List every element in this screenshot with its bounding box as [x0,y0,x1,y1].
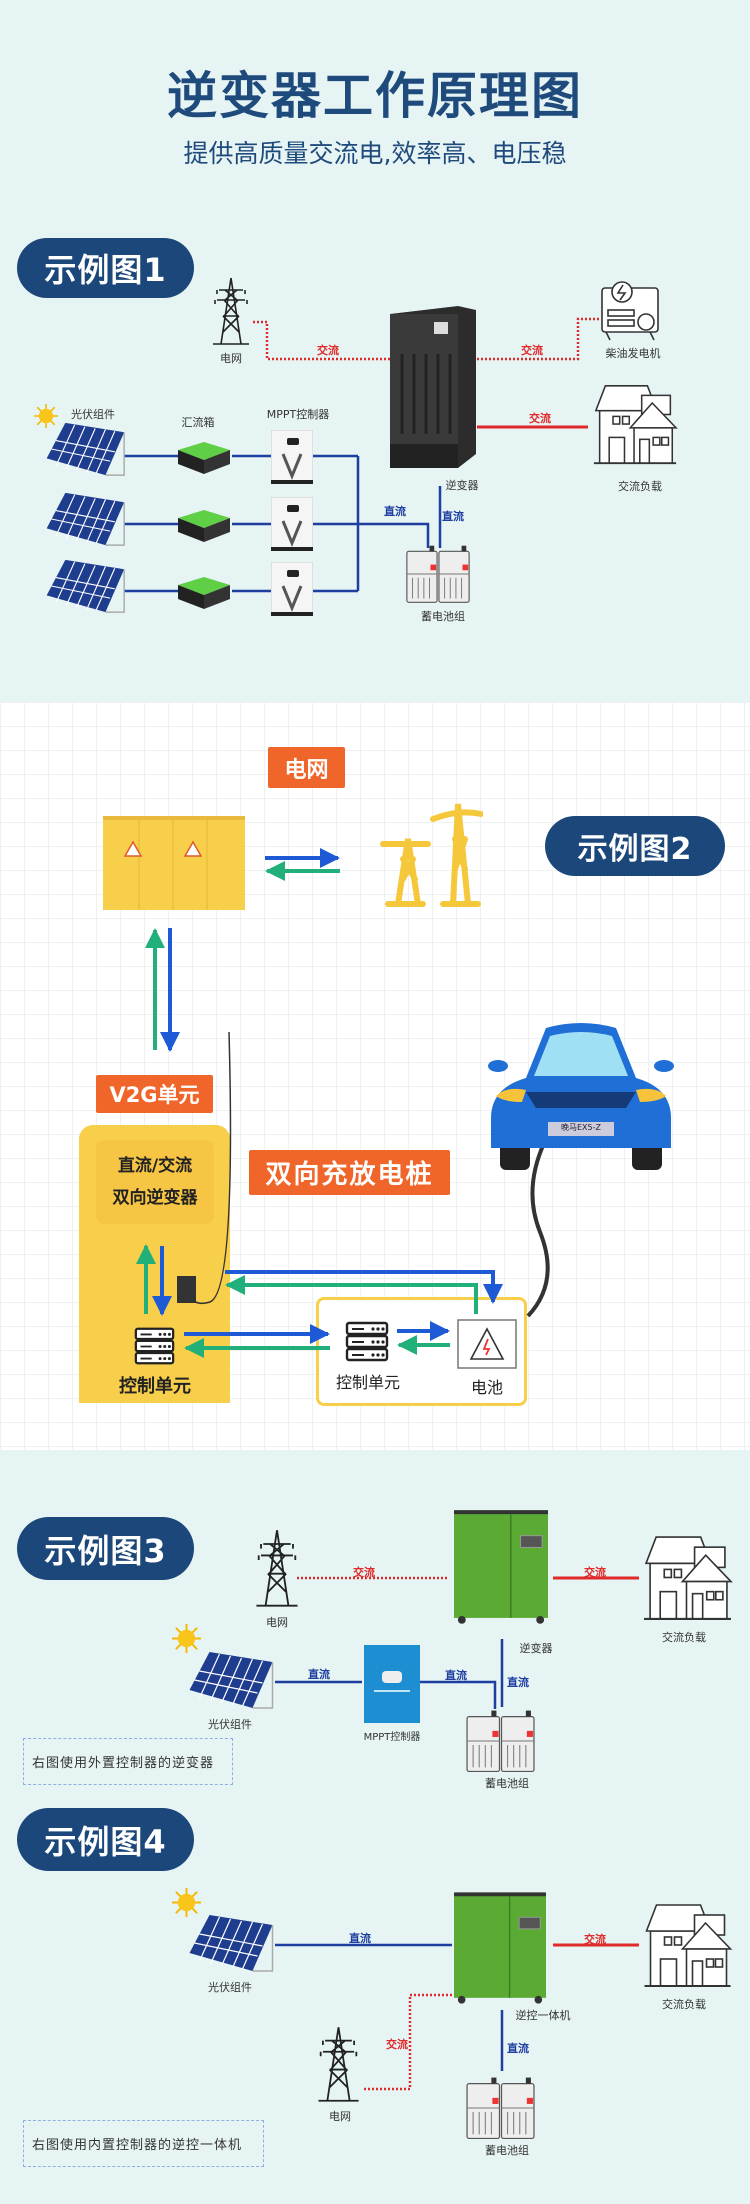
example1-section: 逆变器工作原理图 提供高质量交流电,效率高、电压稳 示例图1 电网 交流 逆变器… [0,0,750,702]
solar-panel-icon [42,421,126,477]
control-unit-label: 控制单元 [119,1376,191,1397]
dc-label: 直流 [442,510,464,523]
inverter-label: 逆变器 [445,479,479,492]
battery-label: 蓄电池组 [421,610,465,623]
house-icon [641,1533,734,1624]
pv-label: 光伏组件 [71,408,115,421]
ac-label: 交流 [353,1566,375,1579]
v2g-unit-tag: V2G单元 [96,1075,213,1113]
power-tower-icon [211,276,251,346]
dc-label: 直流 [308,1668,330,1681]
connection-lines [275,1576,639,2091]
solar-panel-icon [42,491,126,547]
grid-label: 电网 [220,352,242,365]
mppt-controller-icon [364,1645,420,1723]
example3-note: 右图使用外置控制器的逆变器 [23,1738,233,1785]
green-inverter-icon [454,1509,548,1625]
ac-label: 交流 [317,344,339,357]
control-unit-server-icon [344,1321,390,1363]
ac-label: 交流 [529,412,551,425]
dc-label: 直流 [384,505,406,518]
ac-label: 交流 [584,1933,606,1946]
dc-label: 直流 [445,1669,467,1682]
connection-lines [124,317,600,593]
bidirectional-inverter-box: 直流/交流 双向逆变器 [96,1140,214,1224]
inverter-label: 逆变器 [519,1642,553,1655]
car-cable [191,1031,555,1318]
ac-label: 交流 [584,1566,606,1579]
page-title: 逆变器工作原理图 [167,67,583,125]
plug-socket [177,1276,196,1303]
solar-panel-icon [184,1650,275,1710]
page-subtitle: 提供高质量交流电,效率高、电压稳 [183,139,567,168]
combiner-box-icon [176,440,232,476]
inverter-cabinet-icon [388,304,478,469]
ac-label: 交流 [386,2038,408,2051]
ac-load-label: 交流负载 [618,480,662,493]
house-icon [592,380,678,470]
sun-icon [172,1624,201,1653]
mppt-controller-icon [271,497,313,551]
mppt-label: MPPT控制器 [363,1732,421,1743]
pv-label: 光伏组件 [208,1718,252,1731]
example2-section: 电网 示例图2 V2G单元 直流/交流 双向逆变器 双向充放电桩 晚马EX5-Z… [0,702,750,1450]
example3-4-section: 示例图3 电网 交流 逆变器 交流 交流负载 光伏组件 直流 MPPT控制器 直… [0,1450,750,2204]
generator-label: 柴油发电机 [605,347,661,360]
house-icon [641,1901,734,1991]
example4-note: 右图使用内置控制器的逆控一体机 [23,2120,264,2167]
example1-badge: 示例图1 [17,238,194,298]
combiner-box-icon [176,508,232,544]
control-unit-label: 控制单元 [335,1373,401,1392]
battery-warning-icon [457,1319,517,1369]
inverter-controller-label: 逆控一体机 [515,2009,571,2022]
battery-icon [405,543,471,605]
mppt-controller-icon [271,562,313,616]
mppt-label: MPPT控制器 [266,408,330,421]
example4-badge: 示例图4 [17,1808,194,1871]
battery-icon [465,2075,536,2141]
battery-label: 蓄电池组 [485,1777,529,1790]
power-tower-icon [254,1528,300,1608]
converter-line2: 双向逆变器 [112,1188,198,1208]
battery-label: 电池 [470,1378,504,1397]
example2-badge: 示例图2 [545,816,725,876]
grid-tag: 电网 [268,747,345,788]
combiner-box-icon [176,575,232,611]
converter-line1: 直流/交流 [117,1155,193,1176]
diesel-generator-icon [600,280,660,342]
ac-load-label: 交流负载 [662,1631,706,1644]
mppt-controller-icon [271,430,313,484]
bidirectional-pile-tag: 双向充放电桩 [249,1150,450,1195]
dc-label: 直流 [349,1932,371,1945]
example3-badge: 示例图3 [17,1517,194,1580]
dc-label: 直流 [507,1676,529,1689]
power-tower-icon [316,2025,361,2103]
ac-load-label: 交流负载 [662,1998,706,2011]
battery-label: 蓄电池组 [485,2144,529,2157]
battery-icon [465,1708,536,1774]
dc-label: 直流 [507,2042,529,2055]
license-plate: 晚马EX5-Z [561,1123,601,1132]
green-inverter-controller-icon [454,1892,546,2004]
combiner-label: 汇流箱 [181,416,215,429]
ac-label: 交流 [521,344,543,357]
flow-arrows [136,848,503,1358]
control-unit-server-icon [134,1326,175,1367]
grid-label: 电网 [266,1616,288,1629]
solar-panel-icon [184,1913,275,1973]
pv-label: 光伏组件 [208,1981,252,1994]
grid-label: 电网 [329,2110,351,2123]
solar-panel-icon [42,558,126,614]
